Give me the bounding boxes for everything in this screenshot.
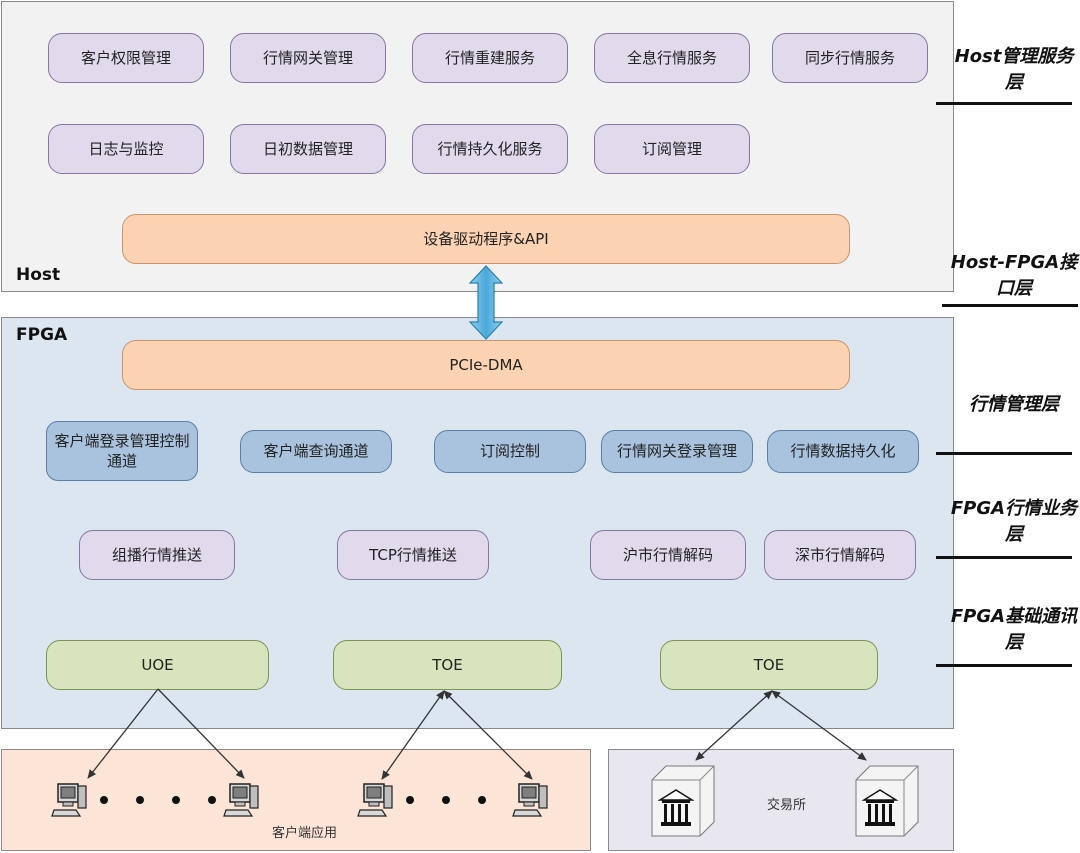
service-gateway-management: 行情网关管理 xyxy=(230,33,386,83)
service-quote-rebuild: 行情重建服务 xyxy=(412,33,568,83)
sz-decode: 深市行情解码 xyxy=(764,530,916,580)
service-quote-persistence: 行情持久化服务 xyxy=(412,124,568,174)
fpga-title: FPGA xyxy=(16,325,68,345)
layer-divider-quote-mgmt xyxy=(936,452,1072,455)
host-title: Host xyxy=(16,265,61,285)
subscription-control: 订阅控制 xyxy=(434,430,586,473)
service-log-monitor: 日志与监控 xyxy=(48,124,204,174)
client-app-panel: 客户端应用 xyxy=(1,749,591,851)
quote-data-persistence: 行情数据持久化 xyxy=(767,430,919,473)
client-query-channel: 客户端查询通道 xyxy=(240,430,392,473)
layer-label-fpga-business: FPGA行情业务层 xyxy=(950,498,1078,546)
service-customer-permission: 客户权限管理 xyxy=(48,33,204,83)
tcp-push: TCP行情推送 xyxy=(337,530,489,580)
service-sync-quote: 同步行情服务 xyxy=(772,33,928,83)
gateway-login-management: 行情网关登录管理 xyxy=(601,430,753,473)
client-app-label: 客户端应用 xyxy=(272,826,338,841)
sh-decode: 沪市行情解码 xyxy=(590,530,746,580)
multicast-push: 组播行情推送 xyxy=(79,530,235,580)
layer-label-host-fpga: Host-FPGA接口层 xyxy=(950,252,1078,300)
uoe-box: UOE xyxy=(46,640,269,690)
layer-divider-fpga-business xyxy=(936,556,1072,559)
layer-label-quote-mgmt: 行情管理层 xyxy=(969,394,1059,415)
service-subscription-management: 订阅管理 xyxy=(594,124,750,174)
exchange-panel: 交易所 xyxy=(608,749,954,851)
service-holographic-quote: 全息行情服务 xyxy=(594,33,750,83)
layer-label-host-mgmt: Host管理服务层 xyxy=(954,46,1074,94)
exchange-label: 交易所 xyxy=(767,798,807,813)
client-login-channel: 客户端登录管理控制通道 xyxy=(46,421,198,481)
toe-box-exchange: TOE xyxy=(660,640,878,690)
pcie-dma-box: PCIe-DMA xyxy=(122,340,850,390)
toe-box-client: TOE xyxy=(333,640,562,690)
layer-divider-fpga-comm xyxy=(936,664,1072,667)
layer-label-fpga-comm: FPGA基础通讯层 xyxy=(950,606,1078,654)
driver-api-box: 设备驱动程序&API xyxy=(122,214,850,264)
layer-divider-host-fpga xyxy=(942,304,1078,307)
service-daily-data: 日初数据管理 xyxy=(230,124,386,174)
layer-divider-host-mgmt xyxy=(936,102,1072,105)
